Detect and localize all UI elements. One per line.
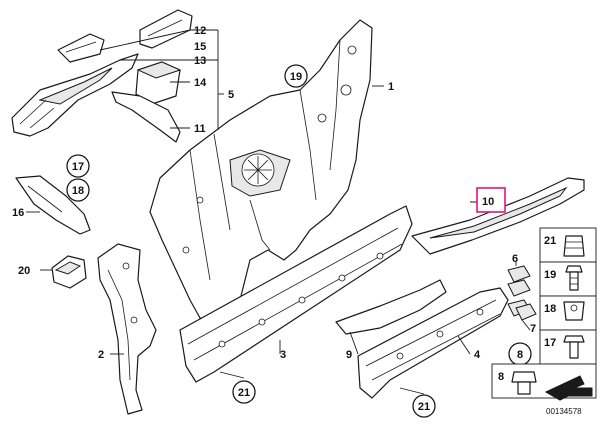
part-2-side-member[interactable]	[97, 243, 157, 415]
callout-21a-circled[interactable]: 21	[232, 380, 256, 404]
callout-7[interactable]: 7	[530, 323, 536, 335]
part-20-bracket[interactable]	[51, 255, 87, 289]
callout-16[interactable]: 16	[12, 207, 24, 219]
callout-21b-circled[interactable]: 21	[412, 394, 436, 418]
arrow-icon	[544, 375, 593, 401]
callout-13[interactable]: 13	[194, 55, 206, 67]
part-7-spacer[interactable]	[507, 299, 537, 321]
callout-3[interactable]: 3	[280, 349, 286, 361]
callout-8-label: 8	[517, 349, 523, 361]
callout-11[interactable]: 11	[194, 123, 206, 135]
callout-12[interactable]: 12	[194, 25, 206, 37]
part-12-bracket[interactable]	[139, 9, 193, 49]
callout-9[interactable]: 9	[346, 349, 352, 361]
part-6-spacer[interactable]	[507, 265, 531, 297]
callout-14[interactable]: 14	[194, 77, 207, 89]
fastener-legend: 21 19 18 17	[491, 227, 597, 401]
callout-10[interactable]: 10	[482, 196, 494, 208]
legend-row-19[interactable]: 19	[544, 265, 583, 291]
part-14-block[interactable]	[135, 61, 182, 105]
legend-row-18[interactable]: 18	[544, 301, 585, 321]
callout-18-label: 18	[72, 185, 84, 197]
callout-15[interactable]: 15	[194, 41, 206, 53]
expanding-nut-icon	[563, 235, 585, 257]
callout-18-circled[interactable]: 18	[66, 178, 90, 202]
part-9-bracket[interactable]	[335, 279, 447, 335]
legend-row-17[interactable]: 17	[544, 335, 585, 359]
leader-lines	[26, 29, 531, 395]
callout-17-label: 17	[72, 161, 84, 173]
callout-6[interactable]: 6	[512, 253, 518, 265]
callout-2[interactable]: 2	[98, 349, 104, 361]
callout-5[interactable]: 5	[228, 89, 234, 101]
callout-4[interactable]: 4	[474, 349, 481, 361]
legend-row-21[interactable]: 21	[544, 235, 585, 257]
part-4-inner-sill[interactable]	[357, 287, 509, 399]
clip-nut-icon	[563, 301, 585, 321]
callout-19-circled[interactable]: 19	[284, 64, 308, 88]
highlight-box-10	[476, 187, 506, 213]
callout-20[interactable]: 20	[18, 265, 30, 277]
callout-17-circled[interactable]: 17	[66, 154, 90, 178]
legend-18-number: 18	[544, 303, 556, 315]
legend-21-number: 21	[544, 235, 556, 247]
legend-17-number: 17	[544, 337, 556, 349]
part-13-gutter[interactable]	[11, 53, 139, 137]
callout-21b-label: 21	[418, 401, 430, 413]
hex-bolt-icon	[565, 265, 583, 291]
diagram-id: 00134578	[546, 407, 582, 416]
part-16-panel[interactable]	[15, 175, 91, 235]
legend-row-8[interactable]: 8	[498, 371, 593, 401]
part-3-sill[interactable]	[179, 205, 413, 383]
callout-19-label: 19	[290, 71, 302, 83]
part-11-strut[interactable]	[111, 91, 181, 143]
part-1-front-structure[interactable]	[149, 19, 373, 321]
flange-bolt-icon	[563, 335, 585, 359]
rubber-plug-icon	[511, 371, 537, 395]
callout-1[interactable]: 1	[388, 81, 394, 93]
legend-19-number: 19	[544, 269, 556, 281]
legend-8-number: 8	[498, 371, 504, 383]
callout-8-circled[interactable]: 8	[508, 342, 532, 366]
callout-21a-label: 21	[238, 387, 250, 399]
part-10-rocker-rail[interactable]	[411, 177, 585, 255]
part-15-bracket[interactable]	[57, 33, 105, 63]
